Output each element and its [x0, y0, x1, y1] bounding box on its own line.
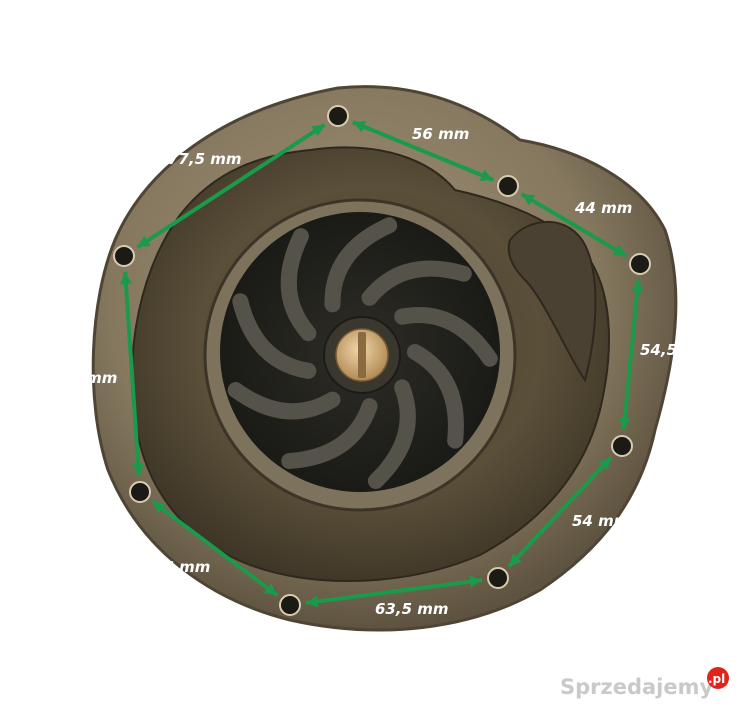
dimension-annotations: [119, 120, 644, 608]
dimension-labels: Ø7 mm 56 mm 44 mm 54,5 mm 54 mm 63,5 mm …: [60, 70, 714, 618]
dimension-line: [520, 192, 628, 258]
label-right: 54,5 mm: [640, 341, 714, 359]
impeller-vane: [281, 398, 378, 470]
arrow-head-icon: [132, 463, 145, 477]
bolt-hole: [487, 567, 509, 589]
bolt-hole: [497, 175, 519, 197]
arrow-head-icon: [137, 235, 151, 248]
watermark-badge: .pl: [708, 672, 725, 686]
dimension-line: [507, 456, 613, 568]
dimension-line: [352, 120, 494, 182]
impeller-vane: [324, 217, 398, 313]
bolt-hole: [279, 594, 301, 616]
bolt-hole: [611, 435, 633, 457]
impeller-vane: [361, 260, 472, 306]
label-bottom: 63,5 mm: [375, 600, 449, 618]
impeller-vane: [280, 228, 317, 342]
bolt-hole: [629, 253, 651, 275]
label-hole-diameter: Ø7 mm: [301, 70, 362, 88]
arrow-head-icon: [612, 244, 627, 256]
label-top-left: 77,5 mm: [168, 150, 242, 168]
shaft-slot: [358, 332, 366, 378]
watermark-text: Sprzedajemy: [560, 675, 714, 699]
dimension-line: [123, 271, 141, 477]
arrow-head-icon: [598, 457, 612, 471]
outlet-channel: [507, 220, 597, 383]
dimension-line: [305, 578, 483, 605]
dimension-line: [621, 279, 641, 431]
arrow-head-icon: [119, 271, 132, 285]
label-bottom-left: 56 mm: [153, 558, 210, 576]
bolt-hole: [327, 105, 349, 127]
watermark-badge-icon: [707, 667, 729, 689]
bolt-hole: [113, 245, 135, 267]
arrow-head-icon: [311, 124, 325, 137]
impeller-vane: [394, 307, 498, 367]
arrow-head-icon: [305, 595, 319, 608]
impeller-vane: [367, 379, 416, 490]
arrow-head-icon: [264, 583, 278, 596]
label-right-lower: 54 mm: [572, 512, 629, 530]
arrow-head-icon: [508, 553, 522, 567]
watermark: Sprzedajemy .pl: [560, 667, 729, 699]
impeller-vane: [227, 382, 341, 420]
arrow-head-icon: [479, 169, 494, 181]
arrow-head-icon: [352, 121, 367, 133]
arrow-head-icon: [618, 417, 631, 431]
arrow-head-icon: [469, 575, 483, 588]
arrow-head-icon: [521, 194, 536, 206]
label-left: 72 mm: [60, 369, 117, 387]
label-top-right: 56 mm: [412, 125, 469, 143]
bolt-holes: [113, 105, 651, 616]
arrow-head-icon: [631, 279, 644, 293]
impeller-vane: [232, 293, 317, 379]
dimension-line: [151, 500, 279, 597]
impeller-vane: [407, 344, 464, 449]
impeller-vanes: [227, 217, 498, 490]
label-right-upper: 44 mm: [574, 199, 632, 217]
arrow-head-icon: [152, 501, 166, 514]
dimension-line: [136, 123, 326, 249]
bolt-hole: [129, 481, 151, 503]
